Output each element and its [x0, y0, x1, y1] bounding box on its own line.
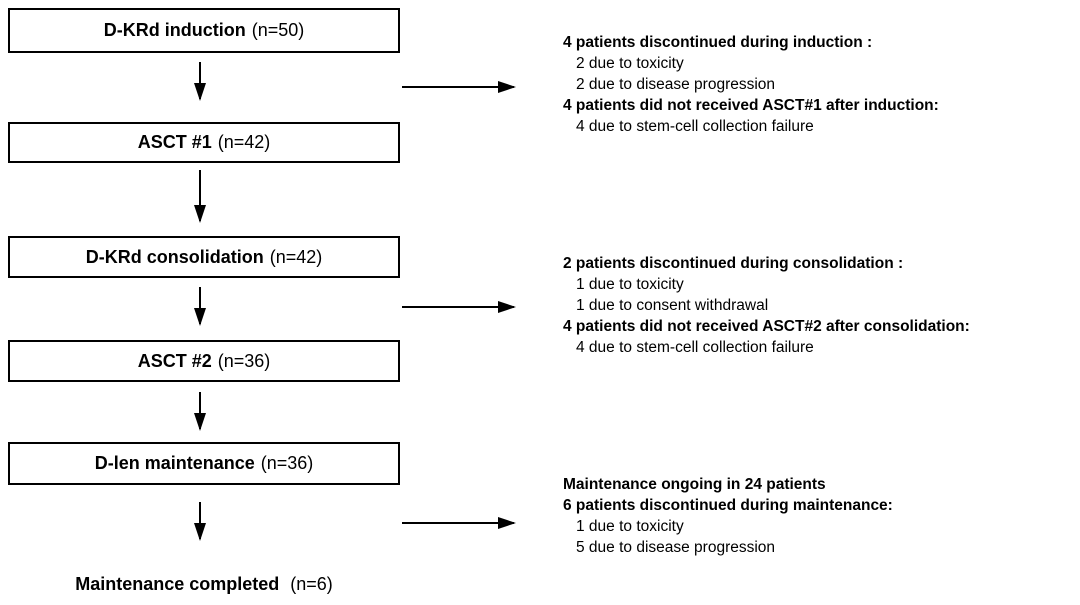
annotation-reason: 2 due to disease progression [576, 76, 776, 93]
box-label: ASCT #2 [137, 350, 212, 371]
flow-box-dlen-maintenance: D-len maintenance (n=36) [8, 442, 400, 485]
box-count: (n=42) [217, 132, 271, 152]
terminal-count: (n=6) [290, 574, 333, 594]
annotation-reason: 1 due to toxicity [576, 518, 684, 535]
annotation-maintenance-status: Maintenance ongoing in 24 patients 6 pat… [563, 474, 1063, 558]
box-label: ASCT #1 [137, 132, 212, 152]
terminal-label: Maintenance completed [75, 574, 280, 594]
annotation-consolidation-dropouts: 2 patients discontinued during consolida… [563, 253, 1063, 358]
flow-box-dkrd-consolidation: D-KRd consolidation (n=42) [8, 236, 400, 278]
flow-box-dkrd-induction: D-KRd induction (n=50) [8, 8, 400, 53]
flow-box-asct-2: ASCT #2 (n=36) [8, 340, 400, 382]
flow-terminal-maintenance-completed: Maintenance completed (n=6) [8, 574, 400, 595]
box-count: (n=42) [269, 246, 323, 267]
box-count: (n=36) [260, 453, 314, 473]
annotation-reason: 4 due to stem-cell collection failure [576, 339, 814, 356]
box-count: (n=50) [251, 20, 305, 40]
annotation-reason: 1 due to toxicity [576, 276, 684, 293]
annotation-heading: 4 patients did not received ASCT#2 after… [563, 318, 970, 335]
annotation-heading: Maintenance ongoing in 24 patients [563, 476, 826, 493]
annotation-heading: 2 patients discontinued during consolida… [563, 255, 904, 272]
box-label: D-KRd induction [103, 20, 246, 40]
box-label: D-KRd consolidation [85, 246, 264, 267]
annotation-heading: 6 patients discontinued during maintenan… [563, 497, 893, 514]
annotation-heading: 4 patients discontinued during induction… [563, 34, 873, 51]
flow-box-asct-1: ASCT #1 (n=42) [8, 122, 400, 163]
annotation-reason: 1 due to consent withdrawal [576, 297, 769, 314]
annotation-heading: 4 patients did not received ASCT#1 after… [563, 97, 939, 114]
box-label: D-len maintenance [94, 453, 255, 473]
annotation-reason: 4 due to stem-cell collection failure [576, 118, 814, 135]
annotation-reason: 5 due to disease progression [576, 539, 776, 556]
annotation-induction-dropouts: 4 patients discontinued during induction… [563, 32, 1063, 137]
annotation-reason: 2 due to toxicity [576, 55, 684, 72]
box-count: (n=36) [217, 350, 271, 371]
